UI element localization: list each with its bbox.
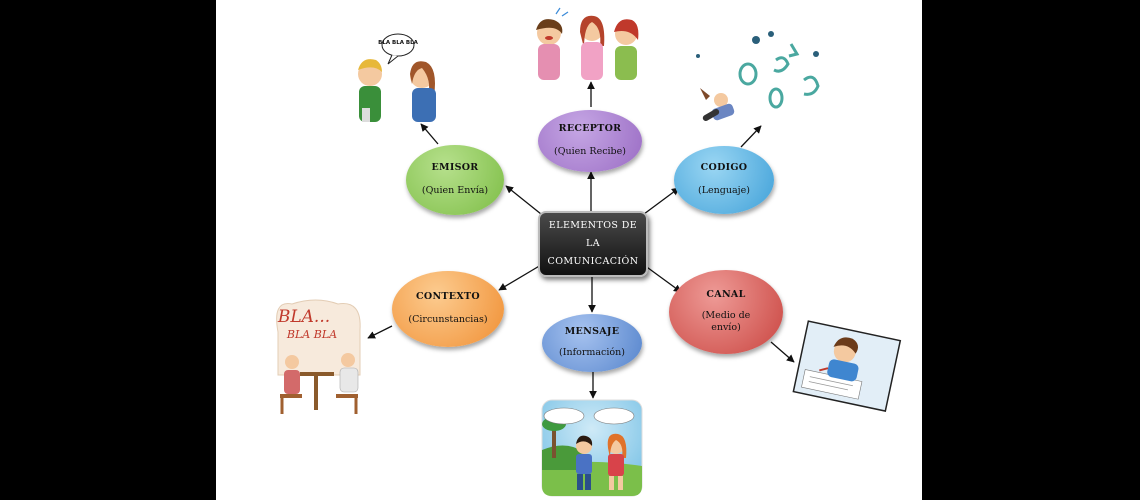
arrow-emisor-illustration [420,123,439,145]
center-line-2: LA [586,237,600,249]
mensaje-title: MENSAJE [564,326,620,338]
arrow-to-emisor [505,185,542,215]
emisor-title: EMISOR [431,162,479,174]
node-mensaje: MENSAJE (Información) [542,314,642,372]
contexto-illustration: BLA... BLA BLA [272,299,364,418]
contexto-sign-2: BLA BLA [286,328,337,341]
canal-subtitle-2: envío) [711,322,741,334]
contexto-sign-1: BLA... [277,307,330,327]
receptor-subtitle: (Quien Recibe) [554,146,626,157]
arrow-codigo-illustration [740,125,762,148]
outer-arrows [367,81,795,399]
emisor-bubble-text: BLA BLA BLA [378,40,418,46]
diagram-canvas: BLA BLA BLA [216,0,922,500]
canal-illustration [792,320,902,412]
node-receptor: RECEPTOR (Quien Recibe) [538,110,642,172]
receptor-illustration [536,7,639,80]
receptor-title: RECEPTOR [558,123,622,135]
codigo-title: CODIGO [700,162,748,174]
canal-title: CANAL [706,288,746,300]
arrow-to-codigo [643,187,680,215]
node-contexto: CONTEXTO (Circunstancias) [392,271,504,347]
canal-subtitle: (Medio de [701,309,751,321]
emisor-illustration: BLA BLA BLA [358,33,436,122]
mensaje-subtitle: (Información) [559,347,625,358]
emisor-subtitle: (Quien Envía) [421,185,489,196]
mensaje-illustration [541,399,643,497]
connector-layer: BLA BLA BLA [272,7,902,497]
center-arrows [498,171,682,313]
center-line-1: ELEMENTOS DE [548,219,638,231]
arrow-to-contexto [498,264,542,291]
contexto-subtitle: (Circunstancias) [408,314,488,325]
codigo-illustration [696,31,820,121]
node-canal: CANAL (Medio de envío) [669,270,783,354]
arrow-canal-illustration [770,341,795,363]
center-node: ELEMENTOS DE LA COMUNICACIÓN [538,211,648,277]
node-codigo: CODIGO (Lenguaje) [674,146,774,214]
arrow-contexto-illustration [367,325,393,339]
codigo-subtitle: (Lenguaje) [698,185,750,196]
contexto-title: CONTEXTO [416,291,480,303]
arrow-to-canal [643,264,682,293]
node-emisor: EMISOR (Quien Envía) [406,145,504,215]
center-line-3: COMUNICACIÓN [547,256,639,268]
